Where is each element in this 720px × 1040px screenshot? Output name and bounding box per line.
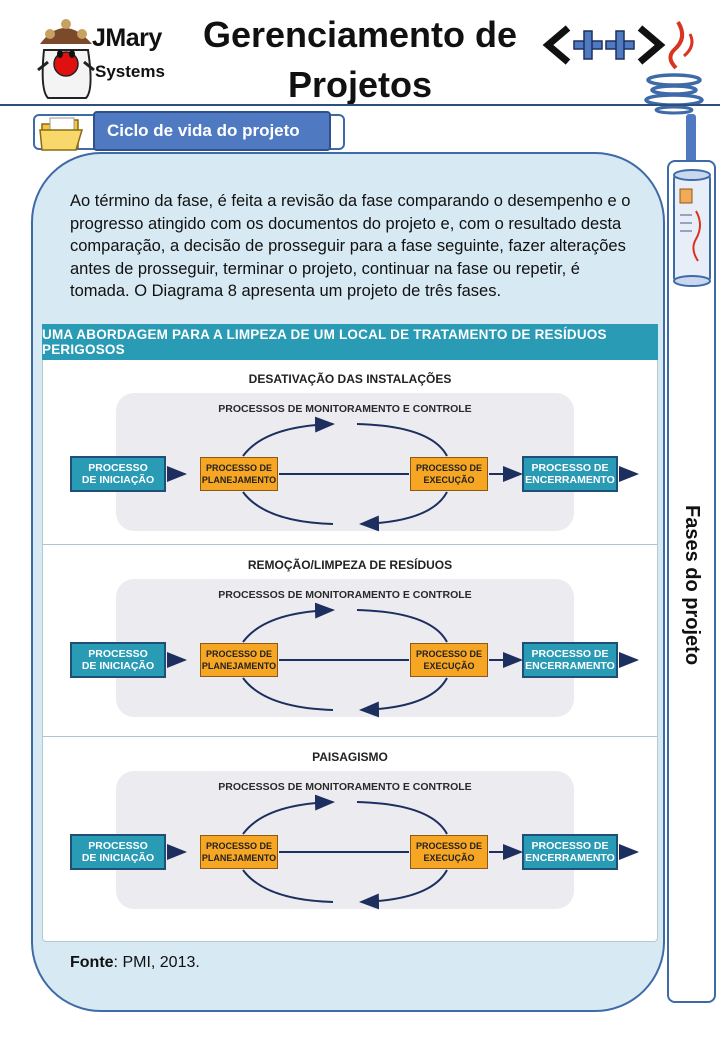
execution-process-box: PROCESSO DE EXECUÇÃO — [410, 643, 488, 677]
monitoring-control-label: PROCESSOS DE MONITORAMENTO E CONTROLE — [218, 403, 472, 415]
monitoring-control-area — [116, 579, 574, 717]
closing-process-box-label-line1: PROCESSO DE — [531, 648, 609, 660]
execution-process-box-label-line2: EXECUÇÃO — [423, 853, 475, 863]
phase-separator — [43, 544, 657, 545]
execution-process-box: PROCESSO DE EXECUÇÃO — [410, 835, 488, 869]
loop-bottom-left — [242, 677, 334, 711]
section-tab[interactable]: Ciclo de vida do projeto — [93, 111, 331, 151]
scroll-document-icon — [673, 169, 711, 287]
loop-top-left-arrow — [242, 794, 335, 835]
planning-process-box: PROCESSO DE PLANEJAMENTO — [200, 643, 278, 677]
closing-process-box-label-line1: PROCESSO DE — [531, 462, 609, 474]
sidebar-panel — [667, 160, 716, 1003]
execution-process-box-label-line2: EXECUÇÃO — [423, 475, 475, 485]
source-text: : PMI, 2013. — [113, 954, 200, 971]
planning-process-box-label: PROCESSO DE PLANEJAMENTO — [202, 840, 276, 864]
planning-process-box-label-line1: PROCESSO DE — [205, 649, 272, 659]
phase-title: PAISAGISMO — [312, 750, 388, 764]
phase-title: REMOÇÃO/LIMPEZA DE RESÍDUOS — [247, 558, 453, 572]
page-title: Gerenciamento de Projetos — [202, 14, 518, 105]
loop-top-right — [356, 609, 448, 643]
folder-icon — [39, 117, 84, 151]
process-flow-arrows — [167, 602, 639, 718]
loop-top-left-arrow — [242, 416, 335, 457]
initiation-process-box-label-line1: PROCESSO — [88, 462, 148, 474]
planning-process-box-label: PROCESSO DE PLANEJAMENTO — [202, 462, 276, 486]
initiation-process-box-label-line2: DE INICIAÇÃO — [81, 660, 155, 672]
loop-top-right — [356, 423, 448, 457]
closing-process-box-label-line2: ENCERRAMENTO — [525, 660, 615, 672]
phase-separator — [43, 736, 657, 737]
content-paragraph: Ao término da fase, é feita a revisão da… — [70, 192, 631, 300]
execution-process-box-label-line1: PROCESSO DE — [415, 841, 482, 851]
execution-process-box-label-line1: PROCESSO DE — [415, 649, 482, 659]
cpp-logo-icon — [542, 25, 666, 65]
loop-bottom-right-arrow — [359, 491, 448, 532]
planning-process-box-label-line1: PROCESSO DE — [205, 841, 272, 851]
jmary-mascot-logo — [37, 19, 95, 99]
execution-process-box-label: PROCESSO DE EXECUÇÃO — [416, 648, 482, 672]
execution-process-box: PROCESSO DE EXECUÇÃO — [410, 457, 488, 491]
planning-process-box-label: PROCESSO DE PLANEJAMENTO — [202, 648, 276, 672]
loop-bottom-left — [242, 869, 334, 903]
closing-process-box-label-line1: PROCESSO DE — [531, 840, 609, 852]
phase-title: DESATIVAÇÃO DAS INSTALAÇÕES — [248, 372, 452, 386]
source-label: Fonte — [70, 954, 114, 971]
planning-process-box-label-line2: PLANEJAMENTO — [201, 661, 277, 671]
execution-process-box-label: PROCESSO DE EXECUÇÃO — [416, 462, 482, 486]
monitoring-control-area — [116, 393, 574, 531]
brand-name: JMary — [92, 24, 162, 52]
execution-process-box-label: PROCESSO DE EXECUÇÃO — [416, 840, 482, 864]
loop-top-right — [356, 801, 448, 835]
process-flow-arrows — [167, 416, 639, 532]
monitoring-control-label: PROCESSOS DE MONITORAMENTO E CONTROLE — [218, 781, 472, 793]
planning-process-box-label-line2: PLANEJAMENTO — [201, 475, 277, 485]
execution-process-box-label-line2: EXECUÇÃO — [423, 661, 475, 671]
sidebar-label-wrap: Fases do projeto — [667, 500, 716, 670]
diagram-title: UMA ABORDAGEM PARA A LIMPEZA DE UM LOCAL… — [42, 324, 658, 360]
brand-subtitle: Systems — [95, 62, 165, 81]
loop-bottom-right-arrow — [359, 869, 448, 910]
closing-process-box-label-line2: ENCERRAMENTO — [525, 852, 615, 864]
loop-bottom-left — [242, 491, 334, 525]
planning-process-box-label-line2: PLANEJAMENTO — [201, 853, 277, 863]
loop-bottom-right-arrow — [359, 677, 448, 718]
closing-process-box-label-line2: ENCERRAMENTO — [525, 474, 615, 486]
planning-process-box-label-line1: PROCESSO DE — [205, 463, 272, 473]
planning-process-box: PROCESSO DE PLANEJAMENTO — [200, 835, 278, 869]
sidebar-label: Fases do projeto — [681, 504, 703, 666]
initiation-process-box-label-line2: DE INICIAÇÃO — [81, 852, 155, 864]
planning-process-box: PROCESSO DE PLANEJAMENTO — [200, 457, 278, 491]
monitoring-control-label: PROCESSOS DE MONITORAMENTO E CONTROLE — [218, 589, 472, 601]
initiation-process-box-label-line1: PROCESSO — [88, 840, 148, 852]
source-citation: Fonte: PMI, 2013. — [70, 954, 200, 972]
header-divider — [0, 104, 720, 106]
monitoring-control-area — [116, 771, 574, 909]
initiation-process-box-label-line2: DE INICIAÇÃO — [81, 474, 155, 486]
execution-process-box-label-line1: PROCESSO DE — [415, 463, 482, 473]
sidebar-post — [686, 114, 696, 164]
loop-top-left-arrow — [242, 602, 335, 643]
process-flow-arrows — [167, 794, 639, 910]
java-logo-icon — [644, 20, 704, 115]
initiation-process-box-label-line1: PROCESSO — [88, 648, 148, 660]
